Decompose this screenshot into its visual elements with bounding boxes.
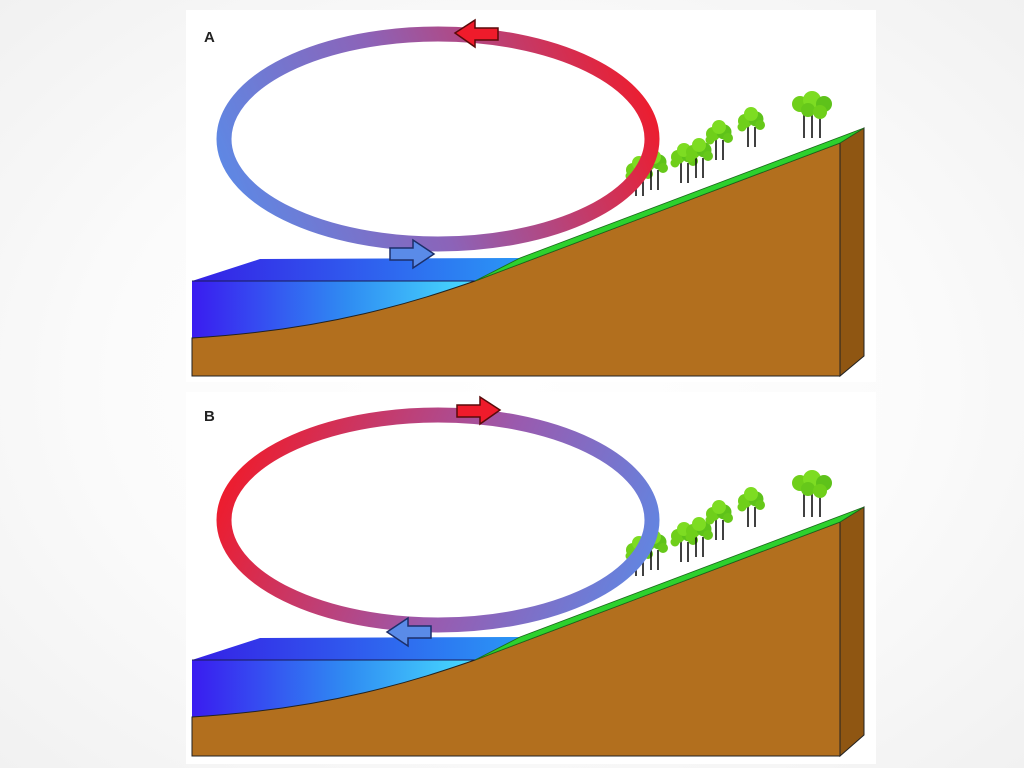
- arrow-right-icon: [389, 238, 436, 270]
- panel-a-land: [191, 127, 865, 378]
- panel-b-water: [192, 637, 520, 717]
- panel-a: A: [186, 10, 876, 382]
- panel-a-water: [192, 258, 520, 338]
- panel-b-land: [191, 506, 865, 758]
- panel-b-circulation-loop: [216, 407, 660, 633]
- panel-b: B: [186, 392, 876, 764]
- panel-a-label: A: [204, 29, 215, 46]
- arrow-right-icon: [456, 395, 502, 426]
- arrow-left-icon: [385, 616, 432, 648]
- arrow-left-icon: [453, 18, 499, 49]
- panel-b-label: B: [204, 408, 215, 425]
- panel-a-circulation-loop: [216, 26, 660, 252]
